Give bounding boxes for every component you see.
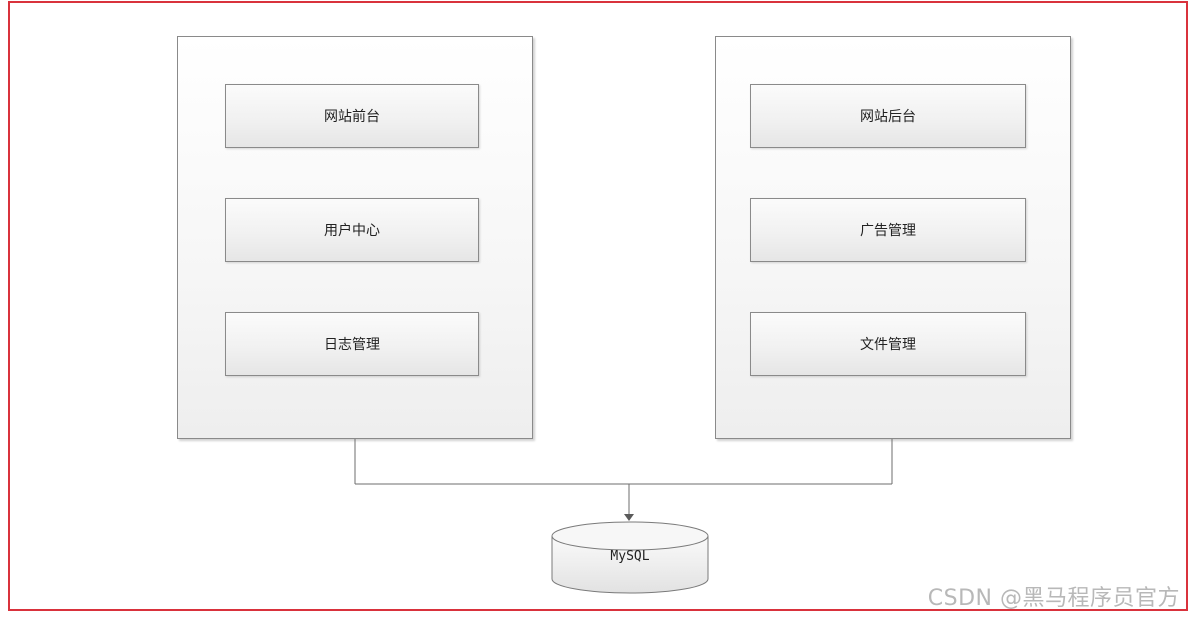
module-user-center: 用户中心 bbox=[225, 198, 479, 262]
backend-system-panel: 网站后台 广告管理 文件管理 bbox=[715, 36, 1071, 439]
red-frame bbox=[8, 1, 1188, 611]
module-website-backend: 网站后台 bbox=[750, 84, 1026, 148]
module-ad-management: 广告管理 bbox=[750, 198, 1026, 262]
database-label: MySQL bbox=[610, 549, 650, 564]
module-website-frontend: 网站前台 bbox=[225, 84, 479, 148]
frontend-system-panel: 网站前台 用户中心 日志管理 bbox=[177, 36, 533, 439]
watermark-text: CSDN @黑马程序员官方 bbox=[927, 586, 1180, 611]
module-file-management: 文件管理 bbox=[750, 312, 1026, 376]
module-log-management: 日志管理 bbox=[225, 312, 479, 376]
